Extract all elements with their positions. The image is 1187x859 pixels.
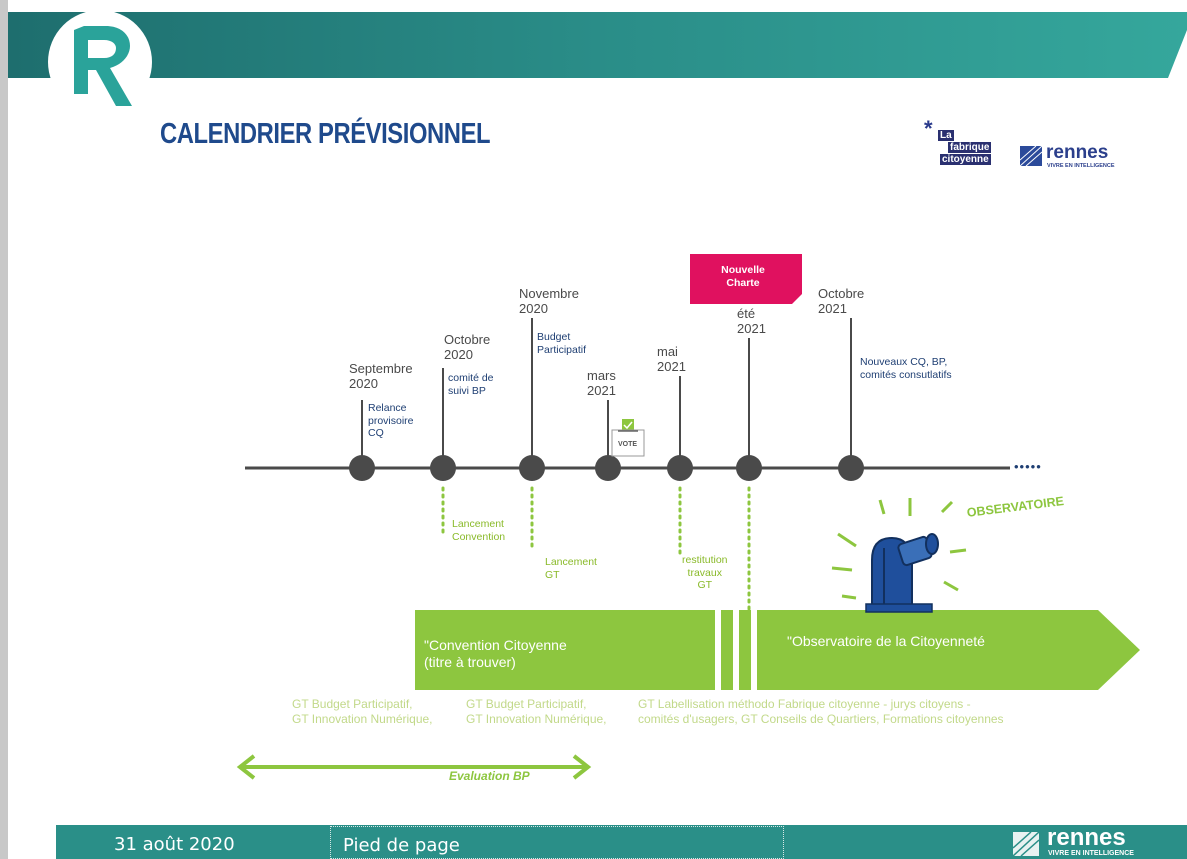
footer-logo-tagline: VIVRE EN INTELLIGENCE: [1048, 850, 1134, 857]
rennes-mark-icon: [1020, 146, 1042, 166]
footer-placeholder-text: Pied de page: [343, 835, 460, 856]
phase-observatoire-label: "Observatoire de la Citoyenneté: [787, 633, 985, 649]
footer-logo-name: rennes: [1047, 824, 1126, 851]
rennes-logo-name: rennes: [1046, 142, 1109, 163]
event-budget-participatif: Budget Participatif: [537, 331, 587, 356]
event-comite-suivi-bp: comité de suivi BP: [448, 372, 494, 397]
fabrique-line2: fabrique: [948, 142, 992, 153]
milestone-dot: [349, 455, 375, 481]
phase-separator: [751, 610, 757, 690]
milestone-dot: [736, 455, 762, 481]
event-relance-cq: Relance provisoire CQ: [368, 402, 414, 439]
header-band: [8, 12, 1187, 78]
phase-separator: [733, 610, 739, 690]
rennes-mark-icon: [1013, 832, 1039, 856]
evaluation-double-arrow: [236, 754, 592, 780]
fabrique-line3: citoyenne: [940, 154, 991, 165]
page-title: CALENDRIER PRÉVISIONNEL: [160, 118, 491, 150]
gt-group-1: GT Budget Participatif,GT Innovation Num…: [292, 697, 433, 726]
evaluation-label: Evaluation BP: [449, 769, 530, 783]
milestone-dot: [595, 455, 621, 481]
fabrique-line1: La: [938, 130, 954, 141]
milestone-dot: [519, 455, 545, 481]
milestone-dot: [667, 455, 693, 481]
gt-group-2: GT Budget Participatif,GT Innovation Num…: [466, 697, 607, 726]
fabrique-citoyenne-logo: * La fabrique citoyenne: [924, 116, 1004, 178]
phase-arrow: [415, 610, 1140, 690]
fabrique-asterisk: *: [924, 116, 933, 141]
left-edge-strip: [0, 0, 8, 859]
timeline-ellipsis: •••••: [1014, 459, 1042, 474]
vote-ballot-icon: [611, 419, 645, 457]
footer-date: 31 août 2020: [114, 834, 235, 855]
footer-rennes-logo: rennes VIVRE EN INTELLIGENCE: [1013, 824, 1163, 859]
footer-placeholder-box[interactable]: Pied de page: [330, 826, 784, 859]
r-logo-icon: [48, 10, 152, 114]
footer-bar: [56, 825, 1187, 859]
phase-convention-label: "Convention Citoyenne(titre à trouver): [424, 637, 567, 670]
telescope-icon: [831, 498, 967, 613]
milestone-dot: [838, 455, 864, 481]
rennes-logo-tagline: VIVRE EN INTELLIGENCE: [1047, 163, 1115, 169]
vote-label: VOTE: [618, 441, 638, 448]
nouvelle-charte-box: [690, 254, 802, 304]
phase-separator: [715, 610, 721, 690]
sub-restitution-travaux: restitution travaux GT: [682, 554, 728, 591]
gt-group-3: GT Labellisation méthodo Fabrique citoye…: [638, 697, 1004, 726]
milestone-dot: [430, 455, 456, 481]
event-nouveaux-cq: Nouveaux CQ, BP, comités consutlatifs: [860, 356, 952, 381]
rennes-logo: rennes VIVRE EN INTELLIGENCE: [1020, 142, 1130, 172]
